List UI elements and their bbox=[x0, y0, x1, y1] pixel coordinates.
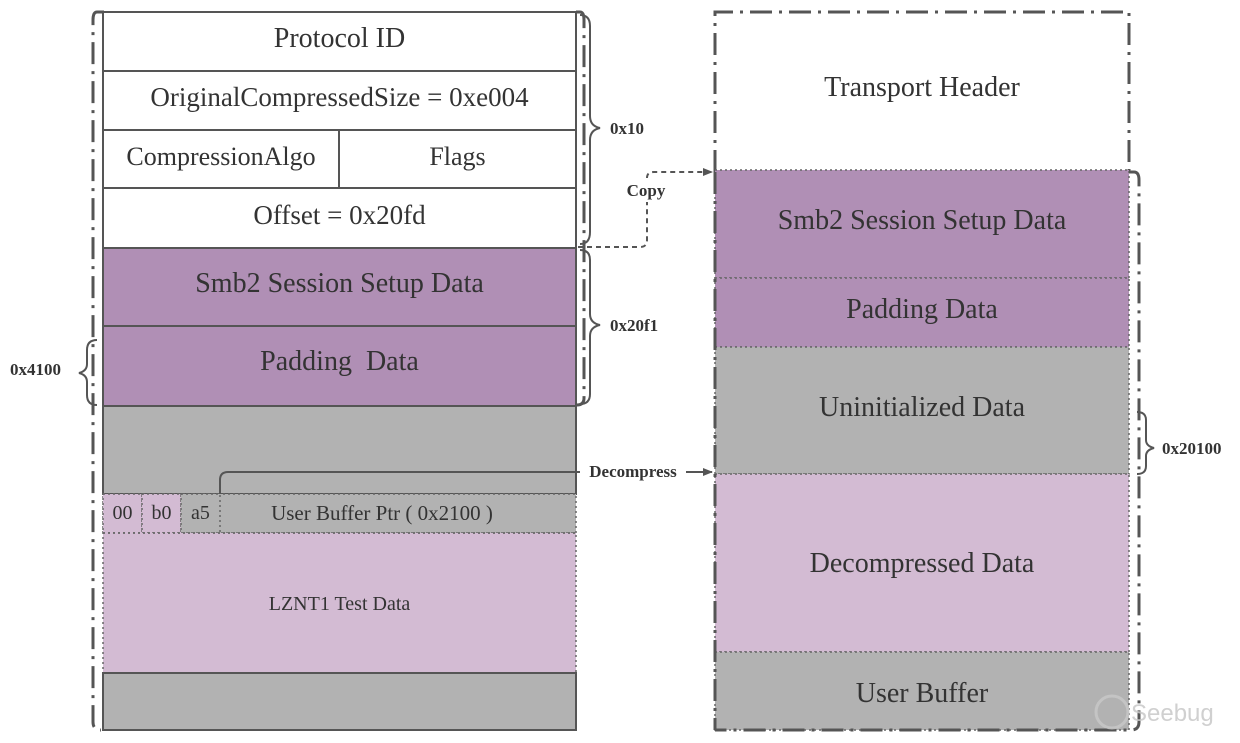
flags-box bbox=[338, 129, 577, 189]
left-smb2-session-box bbox=[102, 247, 577, 327]
decompress-label-bg bbox=[580, 460, 686, 482]
offset-label: Offset = 0x20fd bbox=[253, 200, 426, 230]
original-size-box bbox=[102, 70, 577, 131]
right-smb2-session-box bbox=[714, 169, 1130, 279]
lznt1-test-data-label: LZNT1 Test Data bbox=[269, 593, 411, 615]
label-0x20f1: 0x20f1 bbox=[610, 316, 658, 335]
copy-label: Copy bbox=[627, 181, 666, 200]
offset-box bbox=[102, 187, 577, 249]
compression-algo-label: CompressionAlgo bbox=[126, 142, 315, 171]
left-padding-label: Padding Data bbox=[260, 346, 419, 377]
seebug-watermark: Seebug bbox=[1094, 694, 1214, 730]
copy-label-bg bbox=[620, 178, 672, 202]
right-padding-label: Padding Data bbox=[846, 294, 998, 325]
brace-0x10 bbox=[579, 14, 601, 245]
lznt1-test-data-box bbox=[102, 532, 577, 674]
brace-0x20100 bbox=[1136, 411, 1155, 475]
brace-0x20f1 bbox=[579, 249, 601, 405]
protocol-id-label: Protocol ID bbox=[274, 23, 405, 54]
decompress-label: Decompress bbox=[589, 462, 677, 481]
byte-a5-label: a5 bbox=[191, 502, 210, 524]
decompressed-box bbox=[714, 473, 1130, 653]
decompress-arrow bbox=[219, 468, 713, 494]
uninitialized-box bbox=[714, 346, 1130, 475]
byte-00-label: 00 bbox=[113, 502, 133, 524]
byte-b0-label: b0 bbox=[152, 502, 172, 524]
transport-header-frame bbox=[713, 10, 1131, 172]
right-smb2-session-label: Smb2 Session Setup Data bbox=[778, 205, 1067, 236]
left-smb2-session-label: Smb2 Session Setup Data bbox=[195, 268, 484, 299]
seebug-logo-icon bbox=[1094, 694, 1130, 730]
label-0x4100: 0x4100 bbox=[10, 360, 61, 379]
right-padding-box bbox=[714, 277, 1130, 348]
copy-arrow bbox=[578, 168, 713, 248]
watermark-label: Seebug bbox=[1131, 700, 1214, 727]
brace-0x4100 bbox=[78, 339, 98, 406]
user-buffer-label: User Buffer bbox=[856, 678, 989, 709]
right-buffer-right-edge bbox=[715, 170, 1141, 732]
byte-b0-box bbox=[141, 493, 182, 534]
transport-header-label: Transport Header bbox=[824, 72, 1020, 103]
byte-00-box bbox=[102, 493, 143, 534]
left-gray-block bbox=[102, 405, 577, 495]
label-0x20100: 0x20100 bbox=[1162, 439, 1222, 458]
uninitialized-label: Uninitialized Data bbox=[819, 392, 1026, 423]
user-buffer-ptr-label: User Buffer Ptr ( 0x2100 ) bbox=[271, 501, 493, 525]
left-packet-frame bbox=[91, 10, 104, 732]
left-bottom-gray-block bbox=[102, 672, 577, 731]
byte-a5-box bbox=[180, 493, 221, 534]
flags-label: Flags bbox=[429, 142, 485, 171]
decompressed-label: Decompressed Data bbox=[810, 548, 1035, 579]
left-header-frame bbox=[576, 10, 586, 407]
original-size-label: OriginalCompressedSize = 0xe004 bbox=[150, 82, 529, 112]
label-0x10: 0x10 bbox=[610, 119, 644, 138]
left-padding-box bbox=[102, 325, 577, 407]
protocol-id-box bbox=[102, 11, 577, 72]
